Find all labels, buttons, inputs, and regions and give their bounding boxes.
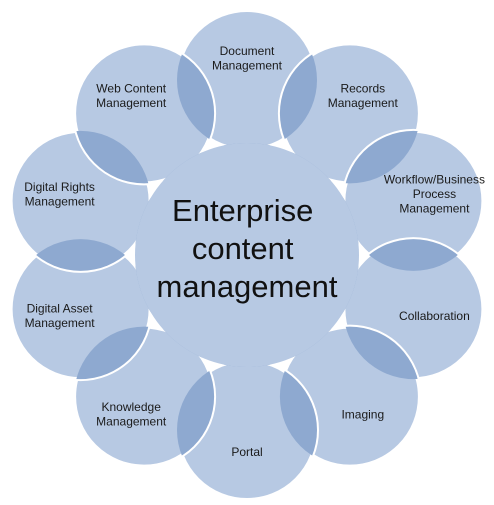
center-title-line: management [157,269,338,304]
segment-label-portal: Portal [231,445,262,459]
segment-label-line: Imaging [341,407,384,421]
segment-label-line: Management [25,194,96,208]
center-layer: Enterprise content management [135,143,359,367]
segment-label-imaging: Imaging [341,407,384,421]
center-title-line: content [192,231,294,266]
segment-label-line: Workflow/Business [384,173,485,187]
center-circle [135,143,359,367]
overlap-petal-records-management [343,130,420,184]
overlap-petal-knowledge-management [74,326,151,380]
segment-label-collaboration: Collaboration [399,309,470,323]
segment-label-line: Digital Rights [24,180,95,194]
segment-label-line: Management [96,415,167,429]
overlap-petal-digital-rights-management [74,130,151,184]
segment-label-line: Records [340,81,385,95]
segment-label-line: Knowledge [102,400,162,414]
segment-label-line: Collaboration [399,309,470,323]
segment-label-line: Digital Asset [27,302,94,316]
center-title: Enterprise content management [157,193,338,304]
overlap-petal-collaboration [343,326,420,380]
center-title-line: Enterprise [172,193,313,228]
segment-label-line: Management [25,316,96,330]
segment-label-line: Management [328,96,399,110]
segment-label-line: Management [399,202,470,216]
segment-label-line: Management [212,58,283,72]
segment-label-line: Portal [231,445,262,459]
segment-label-line: Document [220,44,275,58]
segment-label-line: Process [413,187,456,201]
segment-label-line: Web Content [96,81,166,95]
segment-label-line: Management [96,96,167,110]
